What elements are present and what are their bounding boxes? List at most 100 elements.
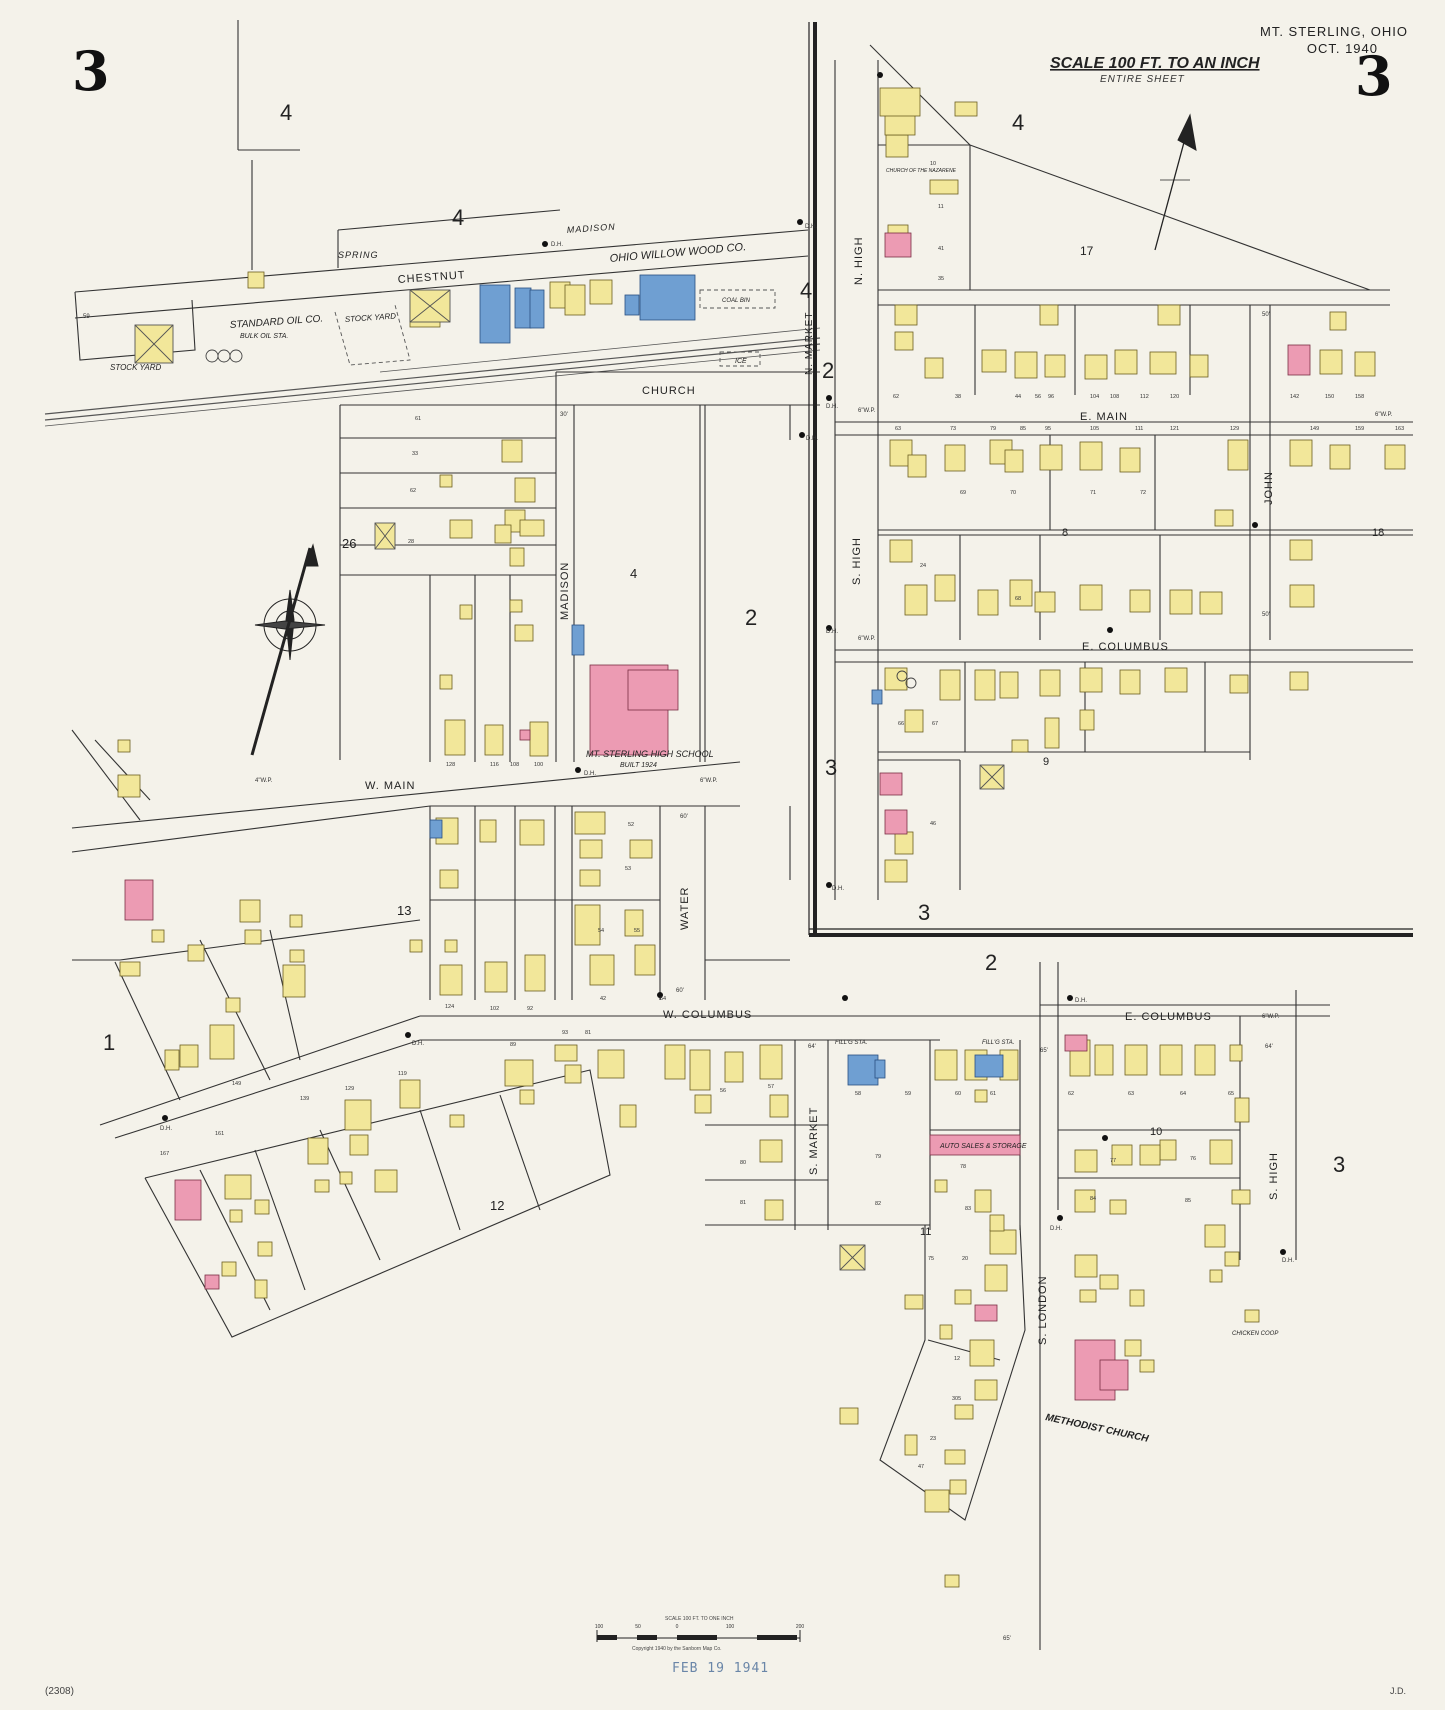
street-label-madison-top: MADISON — [566, 222, 616, 235]
address-number: 167 — [160, 1151, 169, 1157]
place-name: MT. STERLING, OHIO — [1260, 24, 1408, 39]
label-bulk-oil: BULK OIL STA. — [240, 333, 288, 340]
block-number: 4 — [1012, 110, 1024, 135]
address-number: 149 — [1310, 426, 1319, 432]
annotation-label: D.H. — [806, 436, 818, 442]
annotation-label: 60' — [680, 814, 688, 820]
street-lines-northwest — [74, 20, 820, 762]
street-label-church: CHURCH — [642, 385, 696, 397]
address-number: 129 — [345, 1086, 354, 1092]
address-number: 93 — [562, 1030, 568, 1036]
address-number: 62 — [410, 488, 416, 494]
address-number: 70 — [1010, 490, 1016, 496]
address-number: 92 — [527, 1006, 533, 1012]
annotation-label: D.H. — [1050, 1226, 1062, 1232]
address-number: 149 — [232, 1081, 241, 1087]
north-arrow-east — [1154, 113, 1197, 251]
address-number: 41 — [938, 246, 944, 252]
block-number: 9 — [1043, 756, 1049, 768]
address-number: 305 — [952, 1396, 961, 1402]
scale-bar — [596, 1630, 801, 1642]
address-number: 68 — [1015, 596, 1021, 602]
sheet-number-left: 3 — [72, 39, 110, 103]
scale-tick: 100 — [726, 1624, 735, 1630]
block-number: 11 — [920, 1226, 931, 1238]
address-number: 95 — [1045, 426, 1051, 432]
address-number: 85 — [1185, 1198, 1191, 1204]
street-label-water: WATER — [679, 887, 691, 931]
label-nazarene-church: CHURCH OF THE NAZARENE — [886, 168, 957, 174]
scale-tick: 100 — [595, 1624, 604, 1630]
annotation-label: 60' — [676, 988, 684, 994]
address-number: 65 — [1228, 1091, 1234, 1097]
block-number: 1 — [103, 1030, 115, 1055]
label-stock-yard-1: STOCK YARD — [110, 363, 162, 372]
address-number: 38 — [955, 394, 961, 400]
industrial-outlines — [334, 289, 776, 367]
address-number: 105 — [1090, 426, 1099, 432]
street-label-chestnut: CHESTNUT — [397, 269, 466, 286]
address-number: 158 — [1355, 394, 1364, 400]
address-number: 11 — [938, 204, 944, 210]
annotation-label: 50' — [1262, 312, 1270, 318]
annotation-label: 6"W.P. — [1262, 1014, 1280, 1020]
sheet-number-right: 3 — [1355, 44, 1393, 108]
address-number: 77 — [1110, 1158, 1116, 1164]
address-number: 124 — [445, 1004, 454, 1010]
block-number: 10 — [1150, 1126, 1162, 1138]
label-ice-house: ICE — [735, 358, 747, 365]
block-number: 4 — [452, 205, 464, 230]
address-number: 23 — [930, 1436, 936, 1442]
street-label-s-high-north: S. HIGH — [851, 537, 863, 585]
street-lines-east — [834, 44, 1413, 900]
street-label-w-main: W. MAIN — [365, 780, 415, 792]
address-number: 142 — [1290, 394, 1299, 400]
address-number: 72 — [1140, 490, 1146, 496]
address-number: 55 — [634, 928, 640, 934]
block-number: 2 — [822, 358, 834, 383]
address-number: 64 — [660, 996, 666, 1002]
railroad-tracks — [44, 327, 821, 427]
block-number: 13 — [397, 903, 411, 918]
annotation-label: D.H. — [832, 886, 844, 892]
annotation-label: D.H. — [805, 224, 817, 230]
catalog-number: (2308) — [45, 1686, 74, 1697]
address-number: 47 — [918, 1464, 924, 1470]
street-label-madison: MADISON — [559, 562, 571, 620]
address-number: 150 — [1325, 394, 1334, 400]
label-high-school-built: BUILT 1924 — [620, 762, 657, 769]
label-filling-station-2: FILL'G STA. — [982, 1040, 1014, 1046]
compass-rose-west — [250, 543, 326, 756]
label-chicken-coop: CHICKEN COOP — [1232, 1331, 1278, 1337]
street-lines-southeast — [705, 962, 1330, 1650]
address-number: 102 — [490, 1006, 499, 1012]
block-number: 12 — [490, 1198, 504, 1213]
address-number: 64 — [1180, 1091, 1186, 1097]
address-number: 85 — [1020, 426, 1026, 432]
address-number: 44 — [1015, 394, 1021, 400]
address-number: 73 — [950, 426, 956, 432]
block-number: 8 — [1062, 527, 1068, 539]
address-number: 82 — [875, 1201, 881, 1207]
address-number: 57 — [768, 1084, 774, 1090]
buildings-stone — [429, 274, 1004, 1086]
street-label-e-columbus-south: E. COLUMBUS — [1125, 1011, 1212, 1023]
address-number: 79 — [875, 1154, 881, 1160]
initials: J.D. — [1390, 1686, 1406, 1696]
annotation-label: D.H. — [826, 629, 838, 635]
label-coal-bin: COAL BIN — [722, 298, 751, 304]
hydrant-dots — [162, 72, 1286, 1255]
address-number: 116 — [490, 762, 499, 768]
block-number: 26 — [342, 536, 356, 551]
street-label-s-high-south: S. HIGH — [1268, 1152, 1280, 1200]
address-number: 12 — [954, 1356, 960, 1362]
address-number: 104 — [1090, 394, 1099, 400]
address-number: 56 — [720, 1088, 726, 1094]
copyright-line: Copyright 1940 by the Sanborn Map Co. — [632, 1646, 722, 1652]
address-number: 35 — [938, 276, 944, 282]
annotation-label: 59 — [83, 314, 90, 320]
address-number: 96 — [1048, 394, 1054, 400]
address-number: 66 — [898, 721, 904, 727]
street-label-e-main: E. MAIN — [1080, 411, 1128, 423]
